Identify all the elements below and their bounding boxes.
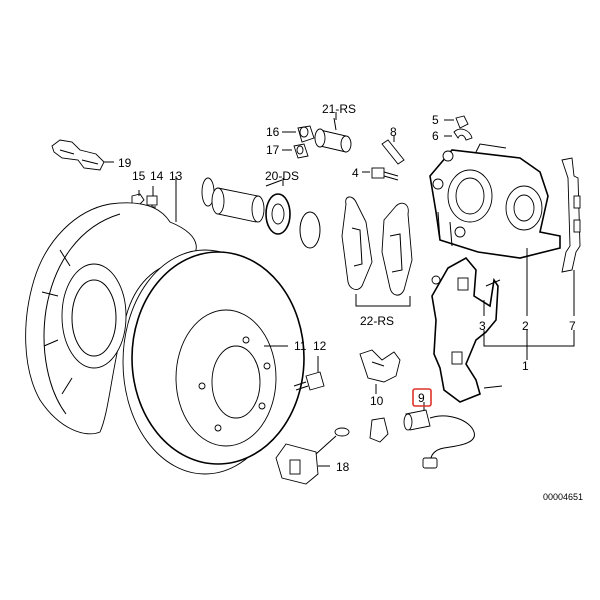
label-17: 17 (266, 143, 280, 157)
label-4: 4 (352, 166, 359, 180)
assembly-bracket (483, 330, 575, 347)
drawing-code: 00004651 (543, 492, 583, 502)
part-2-caliper (429, 143, 561, 259)
label-2: 2 (522, 319, 529, 333)
label-11: 11 (294, 339, 307, 353)
label-19: 19 (118, 156, 132, 170)
label-6: 6 (432, 129, 439, 143)
part-10-clip (359, 349, 401, 443)
part-6-clip (444, 128, 473, 141)
part-18-sleeve (275, 427, 350, 485)
part-16-bushing (282, 125, 315, 143)
label-20: 20-DS (265, 169, 299, 183)
label-22: 22-RS (360, 314, 394, 328)
part-7-spring-clip (561, 157, 581, 273)
part-5-screw (444, 115, 469, 129)
label-7: 7 (569, 319, 576, 333)
part-4-bolt (362, 167, 399, 181)
part-17-bushing (282, 143, 309, 159)
label-16: 16 (266, 125, 280, 139)
label-1: 1 (522, 359, 529, 373)
part-3-carrier (431, 256, 503, 403)
part-19-bracket (51, 139, 114, 171)
part-11-brake-disc (122, 249, 305, 475)
label-12: 12 (313, 339, 327, 353)
label-9: 9 (418, 391, 425, 405)
label-21: 21-RS (322, 102, 356, 116)
part-9-wear-sensor (403, 402, 475, 469)
part-13-dust-shield (25, 176, 197, 435)
label-8: 8 (390, 125, 397, 139)
part-21-guide-kit (314, 117, 352, 153)
label-14: 14 (150, 169, 164, 183)
label-10: 10 (370, 394, 384, 408)
part-12-bolt (293, 356, 325, 391)
part-20-seal-kit (201, 177, 321, 249)
label-15: 15 (132, 169, 146, 183)
label-13: 13 (169, 169, 183, 183)
part-9-highlight (412, 388, 432, 407)
label-3: 3 (479, 319, 486, 333)
part-8-guide-pin (381, 136, 405, 165)
label-5: 5 (432, 113, 439, 127)
label-18: 18 (336, 460, 350, 474)
part-22-brake-pads (341, 196, 413, 307)
